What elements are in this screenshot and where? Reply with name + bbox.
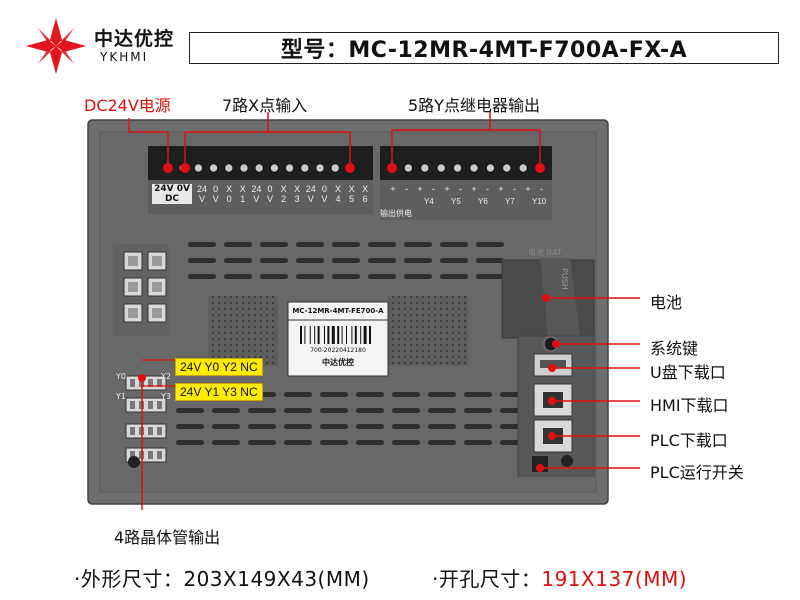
output-sign-label: - — [459, 184, 462, 194]
battery-mark-text: 电池 BAT — [528, 248, 562, 257]
input-terminal-label: 0 — [321, 184, 327, 194]
input-terminal-label: 6 — [362, 194, 368, 204]
output-name-label: Y4 — [424, 197, 434, 206]
u-disk-callout: U盘下载口 — [650, 363, 726, 382]
outer-dimensions: ·外形尺寸：203X149X43(MM) — [74, 563, 370, 592]
output-sign-label: - — [405, 184, 408, 194]
power-label: DC24V电源 — [84, 96, 171, 115]
input-terminal-label: 0 — [267, 184, 273, 194]
power-terminal-label: 24V 0V DC — [152, 184, 192, 204]
input-terminal-label: V — [198, 194, 205, 204]
output-supply-note: 输出供电 — [380, 209, 412, 218]
input-terminal-label: 24 — [196, 184, 207, 194]
inputs-label: 7路X点输入 — [222, 96, 308, 115]
input-terminal-label: 5 — [349, 194, 355, 204]
input-terminal-label: 2 — [281, 194, 287, 204]
output-sign-label: + — [390, 184, 396, 194]
output-sign-label: + — [525, 184, 531, 194]
input-terminal-label: 0 — [226, 194, 232, 204]
output-sign-label: + — [417, 184, 423, 194]
product-brand-text: 中达优控 — [322, 358, 354, 367]
output-name-label: Y7 — [505, 197, 515, 206]
input-terminal-label: X — [334, 184, 341, 194]
input-terminal-label: X — [280, 184, 287, 194]
barcode-text: 700-20220412180 — [310, 347, 366, 354]
connector-label: Y1 — [116, 392, 126, 401]
plc-switch-callout: PLC运行开关 — [650, 463, 744, 482]
relay-outputs-label: 5路Y点继电器输出 — [408, 96, 540, 115]
yellow-tag-y0-y2: 24V Y0 Y2 NC — [175, 358, 263, 376]
input-terminal-label: 24 — [305, 184, 316, 194]
output-sign-label: - — [513, 184, 516, 194]
hmi-port — [533, 383, 573, 417]
connector-label: Y3 — [161, 392, 171, 401]
input-terminal-label: X — [226, 184, 233, 194]
output-name-label: Y6 — [478, 197, 488, 206]
hmi-port-callout: HMI下载口 — [650, 396, 729, 415]
plc-port-callout: PLC下载口 — [650, 431, 728, 450]
input-terminal-label: V — [266, 194, 273, 204]
input-terminal-label: 4 — [335, 194, 341, 204]
brand-name: 中达优控 — [94, 28, 175, 50]
connector-label: Y2 — [161, 372, 171, 381]
brand-name-en: YKHMI — [100, 50, 149, 64]
output-sign-label: + — [498, 184, 504, 194]
input-terminal-block — [148, 146, 373, 180]
input-terminal-label: 0 — [213, 184, 219, 194]
battery-push-text: PUSH — [560, 268, 569, 290]
input-terminal-label: 3 — [294, 194, 300, 204]
system-key-callout: 系统键 — [650, 339, 699, 358]
output-name-label: Y5 — [451, 197, 461, 206]
output-sign-label: + — [444, 184, 450, 194]
battery-callout: 电池 — [650, 293, 683, 312]
input-terminal-label: V — [212, 194, 219, 204]
input-terminal-label: 1 — [240, 194, 246, 204]
brand-logo: 中达优控 YKHMI — [24, 16, 174, 76]
logo-mark-icon — [26, 18, 86, 74]
cutout-dimensions: ·开孔尺寸：191X137(MM) — [432, 563, 687, 592]
product-model-text: MC-12MR-4MT-FE700-A — [292, 307, 384, 315]
input-terminal-label: X — [239, 184, 246, 194]
cutout-dimensions-value: 191X137(MM) — [541, 567, 688, 591]
yellow-tag-y1-y3: 24V Y1 Y3 NC — [175, 383, 263, 401]
output-terminal-block — [380, 146, 552, 180]
outer-dimensions-value: 203X149X43(MM) — [183, 567, 370, 591]
output-sign-label: - — [432, 184, 435, 194]
connector-label: Y0 — [116, 372, 126, 381]
transistor-outputs-label: 4路晶体管输出 — [114, 528, 221, 547]
input-terminal-label: X — [348, 184, 355, 194]
output-sign-label: + — [471, 184, 477, 194]
input-terminal-label: 24 — [251, 184, 262, 194]
output-sign-label: - — [540, 184, 543, 194]
output-name-label: Y10 — [532, 197, 547, 206]
input-terminal-label: V — [321, 194, 328, 204]
input-terminal-label: X — [362, 184, 369, 194]
input-terminal-label: V — [253, 194, 260, 204]
model-title: 型号：MC-12MR-4MT-F700A-FX-A — [189, 32, 779, 64]
input-terminal-label: V — [307, 194, 314, 204]
output-sign-label: - — [486, 184, 489, 194]
outer-dimensions-label: ·外形尺寸： — [74, 567, 184, 591]
cutout-dimensions-label: ·开孔尺寸： — [432, 567, 542, 591]
input-terminal-label: X — [294, 184, 301, 194]
